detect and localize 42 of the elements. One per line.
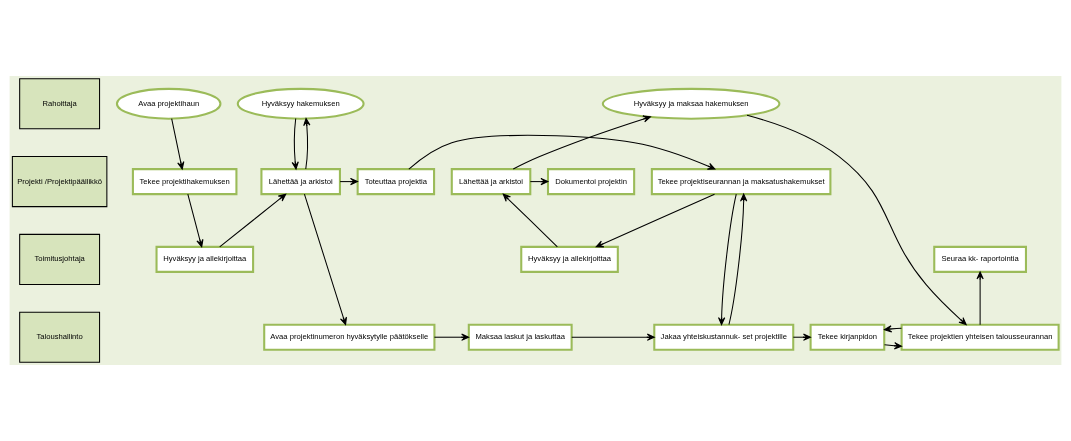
node-box: Seuraa kk- raportointia (933, 245, 1027, 273)
node-box: Maksaa laskut ja laskuttaa (467, 323, 573, 351)
arrow (303, 118, 311, 170)
arrow (595, 193, 716, 248)
node-box: Hyväksyy ja allekirjoittaa (520, 245, 619, 273)
arrow (746, 114, 967, 326)
arrow (408, 134, 716, 170)
arrow (883, 325, 902, 333)
arrow (792, 333, 811, 341)
node-box: Toimitusjohtaja (19, 233, 101, 285)
arrow (187, 193, 204, 248)
arrow (433, 333, 470, 341)
arrow (728, 193, 748, 326)
arrow (529, 177, 549, 186)
node-box: Lähettää ja arkistoi (450, 168, 532, 196)
arrow (512, 115, 651, 170)
arrow (571, 333, 655, 341)
node-box: Avaa projektinumeron hyväksytylle päätökselle (263, 323, 436, 351)
node-box: Lähettää ja arkistoi (260, 168, 341, 196)
arrow (219, 193, 287, 248)
node-box: Tekee kirjanpidon (809, 323, 886, 351)
arrow (171, 118, 185, 170)
node-box: Rahoittaja (19, 78, 101, 130)
node-box: Jakaa yhteiskustannuk- set projektille (653, 323, 795, 351)
arrow (339, 177, 359, 186)
node-box: Projekti /Projektipäällikkö (11, 156, 108, 208)
node-ellipse: Hyväksyy hakemuksen (236, 87, 365, 120)
arrow (502, 193, 558, 248)
node-ellipse: Avaa projektihaun (115, 87, 222, 120)
node-box: Tekee projektihakemuksen (131, 168, 238, 196)
arrow (291, 118, 299, 170)
node-box: Hyväksyy ja allekirjoittaa (155, 245, 255, 273)
node-box: Toteuttaa projektia (356, 168, 436, 196)
node-box: Tekee projektien yhteisen talousseurannan (900, 323, 1060, 351)
arrow (717, 193, 737, 326)
arrow (303, 193, 347, 326)
node-box: Taloushallinto (19, 311, 101, 363)
node-ellipse: Hyväksyy ja maksaa hakemuksen (601, 87, 781, 120)
arrow (883, 342, 902, 350)
node-box: Tekee projektiseurannan ja maksatushakemukset (650, 168, 832, 196)
node-box: Dokumentoi projektin (546, 168, 636, 196)
arrow (976, 271, 984, 326)
